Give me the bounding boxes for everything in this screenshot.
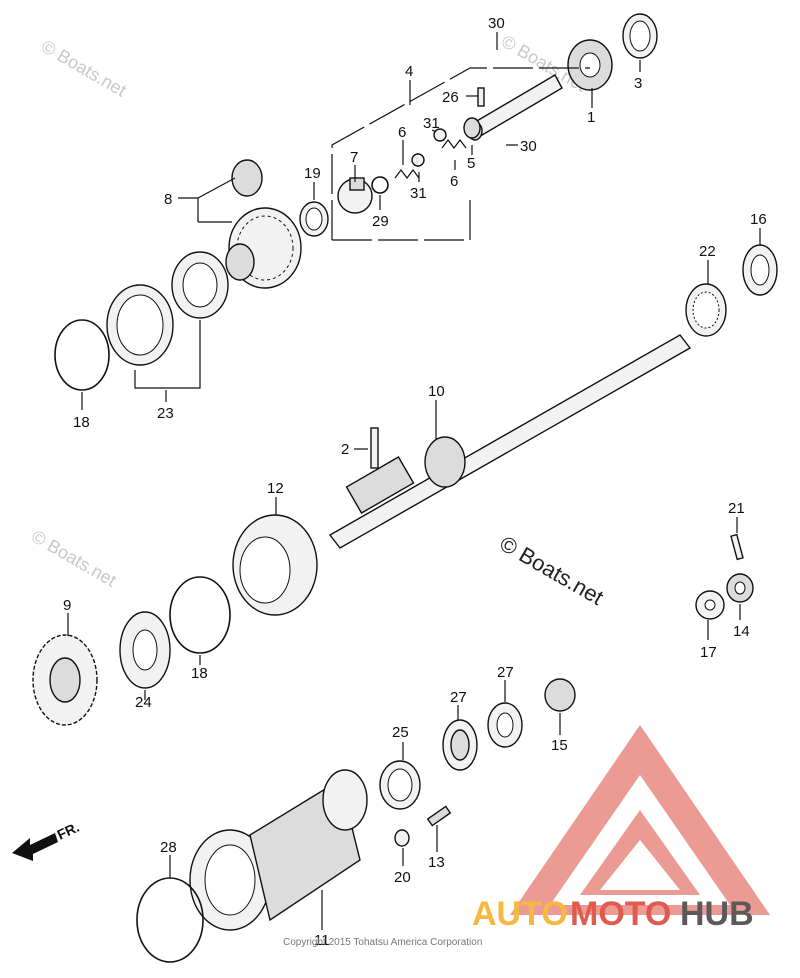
callout-7: 7 — [350, 149, 358, 166]
part-27-seal-right — [487, 702, 523, 748]
watermark-main: © Boats.net — [496, 531, 608, 610]
callout-30-top: 30 — [488, 15, 505, 32]
copyright-notice: Copyright 2015 Tohatsu America Corporati… — [283, 937, 482, 948]
part-26-pin — [477, 87, 485, 107]
part-20-washer — [394, 829, 410, 847]
callout-27-left: 27 — [450, 689, 467, 706]
callout-6-lower: 6 — [450, 173, 458, 190]
callout-2: 2 — [341, 441, 349, 458]
part-6-spring-upper — [394, 169, 420, 179]
callout-8: 8 — [164, 191, 172, 208]
part-1-clutch — [567, 39, 613, 91]
part-5-sleeve — [463, 117, 481, 139]
callout-9: 9 — [63, 597, 71, 614]
part-4-plunger — [467, 74, 563, 141]
part-17-washer — [695, 590, 725, 620]
callout-10: 10 — [428, 383, 445, 400]
callout-29: 29 — [372, 213, 389, 230]
watermark-mid-left: © Boats.net — [28, 526, 120, 590]
callout-18-upper: 18 — [73, 414, 90, 431]
part-7-plunger — [337, 177, 373, 214]
part-22-thrust-bearing — [685, 283, 727, 337]
part-28-o-ring — [136, 877, 204, 963]
part-12-housing — [232, 514, 318, 616]
callout-19: 19 — [304, 165, 321, 182]
callout-13: 13 — [428, 854, 445, 871]
logo-moto: MOTO — [570, 895, 671, 933]
callout-28: 28 — [160, 839, 177, 856]
callout-16: 16 — [750, 211, 767, 228]
callout-18-lower: 18 — [191, 665, 208, 682]
callout-17: 17 — [700, 644, 717, 661]
callout-31-lower: 31 — [410, 185, 427, 202]
leader-lines — [67, 32, 761, 930]
front-direction-arrow-icon: FR. — [12, 819, 82, 861]
part-31-ball-upper — [433, 128, 447, 142]
part-6-spring-lower — [441, 139, 467, 149]
part-24-bearing — [119, 611, 171, 689]
callout-15: 15 — [551, 737, 568, 754]
part-14-nut — [726, 573, 754, 603]
callout-3: 3 — [634, 75, 642, 92]
part-13-bolt — [426, 805, 452, 827]
part-27-seal-left — [442, 719, 478, 771]
callout-25: 25 — [392, 724, 409, 741]
part-18-ring-lower — [169, 576, 231, 654]
part-9-reverse-gear — [32, 634, 98, 726]
callout-4: 4 — [405, 63, 413, 80]
part-2-pin — [370, 427, 379, 469]
part-11-gear-case-cap — [189, 769, 368, 931]
part-29-ring — [371, 176, 389, 194]
logo-auto: AUTO — [472, 895, 568, 933]
callout-numbers: 30 4 3 1 26 6 31 7 5 30 31 6 29 19 8 16 … — [63, 15, 767, 949]
part-15-bushing — [544, 678, 576, 712]
callout-6-upper: 6 — [398, 124, 406, 141]
callout-31-upper: 31 — [423, 115, 440, 132]
callout-24: 24 — [135, 694, 152, 711]
callout-26: 26 — [442, 89, 459, 106]
callout-5: 5 — [467, 155, 475, 172]
part-3-ring — [622, 13, 658, 59]
callout-30-mid: 30 — [520, 138, 537, 155]
part-21-cotter-pin — [730, 533, 744, 561]
callout-14: 14 — [733, 623, 750, 640]
automotohub-logo: AUTO MOTO HUB — [472, 725, 770, 933]
callout-12: 12 — [267, 480, 284, 497]
part-31-ball-lower — [411, 153, 425, 167]
callout-22: 22 — [699, 243, 716, 260]
callout-21: 21 — [728, 500, 745, 517]
watermark-top-left: © Boats.net — [38, 36, 130, 100]
callout-20: 20 — [394, 869, 411, 886]
callout-23: 23 — [157, 405, 174, 422]
direction-label: FR. — [55, 819, 82, 843]
part-8-pinion-gear — [225, 159, 302, 289]
callout-11: 11 — [314, 932, 330, 949]
part-16-washer — [742, 244, 778, 296]
callout-27-right: 27 — [497, 664, 514, 681]
part-4-bracket — [331, 67, 590, 240]
part-10-propeller-shaft — [328, 334, 692, 549]
logo-hub: HUB — [680, 895, 754, 933]
part-23-bearing — [106, 251, 229, 366]
part-25-needle-bearing — [379, 760, 421, 810]
part-19-shim — [299, 201, 329, 237]
callout-1: 1 — [587, 109, 595, 126]
part-18-ring-upper — [54, 319, 110, 391]
